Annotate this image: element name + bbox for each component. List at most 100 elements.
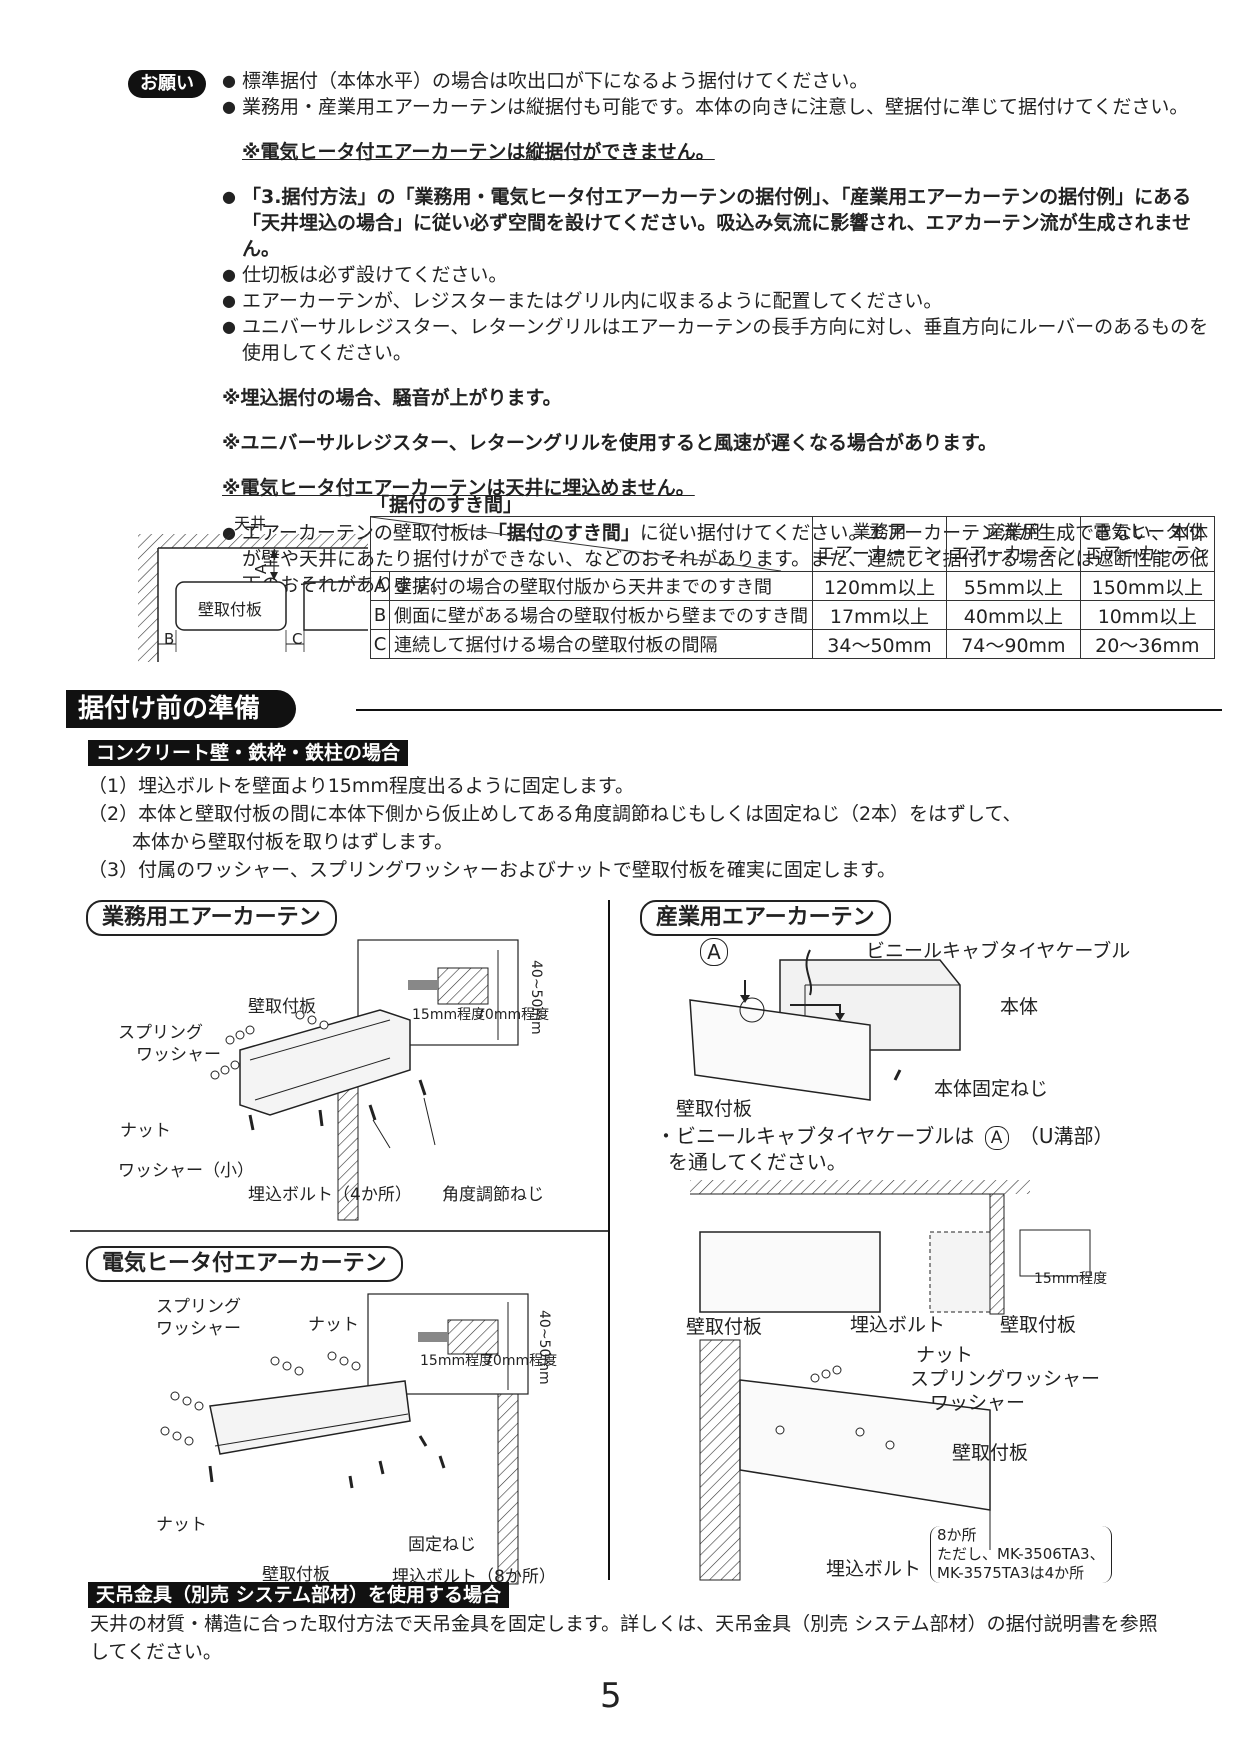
table-corner: [370, 516, 813, 572]
cable-note-2: を通してください。: [668, 1150, 847, 1174]
concrete-heading: コンクリート壁・鉄枠・鉄柱の場合: [88, 740, 409, 766]
note-item: ユニバーサルレジスター、レターングリルはエアーカーテンの長手方向に対し、垂直方向…: [222, 314, 1212, 366]
gap-table: 業務用 エアーカーテン 産業用 エアーカーテン 電気ヒータ付 エアーカーテン A…: [370, 516, 1215, 659]
bolt-note: 8か所 ただし、MK-3506TA3、 MK-3575TA3は4か所: [930, 1526, 1112, 1583]
section-rule: [356, 709, 1222, 711]
row-key: A: [370, 571, 390, 601]
note-item: 標準据付（本体水平）の場合は吹出口が下になるよう据付けてください。: [222, 68, 1212, 94]
fig-heater-title: 電気ヒータ付エアーカーテン: [86, 1246, 403, 1282]
label-angle-screw: 角度調節ねじ: [442, 1185, 544, 1205]
dim-40-50mm: 40~50mm: [536, 1310, 552, 1385]
gap-a-label: A: [252, 563, 271, 575]
cell-value: 120mm以上: [812, 571, 947, 601]
note-text: 「3.据付方法」の「業務用・電気ヒータ付エアーカーテンの据付例」、「産業用エアー…: [242, 186, 1192, 260]
label-spring-1: スプリング: [156, 1297, 241, 1317]
ceiling-text: 天井の材質・構造に合った取付方法で天吊金具を固定します。詳しくは、天吊金具（別売…: [90, 1613, 1158, 1663]
note-kome: ※埋込据付の場合、騒音が上がります。: [222, 387, 562, 409]
table-row: B 側面に壁がある場合の壁取付板から壁までのすき間 17mm以上 40mm以上 …: [370, 600, 1215, 630]
col-header-text: 産業用 エアーカーテン: [950, 522, 1076, 565]
cell-value: 10mm以上: [1079, 600, 1215, 630]
cable-note-text: （U溝部）: [1018, 1124, 1114, 1148]
label-plate: 壁取付板: [676, 1098, 753, 1120]
label-spring-washer: スプリングワッシャー: [910, 1368, 1101, 1390]
bolt-note-line: 8か所: [937, 1526, 977, 1544]
dim-70mm: 70mm程度: [484, 1353, 558, 1369]
col-header-text: 電気ヒータ付 エアーカーテン: [1084, 522, 1210, 565]
dim-70mm: 70mm程度: [476, 1007, 550, 1023]
table-header-row: 業務用 エアーカーテン 産業用 エアーカーテン 電気ヒータ付 エアーカーテン: [370, 516, 1215, 572]
cell-value: 20～36mm: [1079, 629, 1215, 659]
label-spring-2: ワッシャー: [136, 1045, 221, 1065]
note-kome: ※ユニバーサルレジスター、レターングリルを使用すると風速が遅くなる場合があります…: [222, 432, 998, 454]
business-diagram: [210, 939, 519, 1221]
dim-15mm: 15mm程度: [1034, 1271, 1108, 1287]
label-spring-2: ワッシャー: [156, 1319, 241, 1339]
row-key: C: [370, 629, 390, 659]
col-business: 業務用 エアーカーテン: [812, 516, 947, 572]
plate-label: 壁取付板: [198, 600, 263, 619]
ceiling-heading: 天吊金具（別売 システム部材）を使用する場合: [88, 1582, 510, 1608]
row-desc: 連続して据付ける場合の壁取付板の間隔: [389, 629, 813, 659]
figure-divider-vertical: [608, 900, 610, 1580]
note-item: 業務用・産業用エアーカーテンは縦据付も可能です。本体の向きに注意し、壁据付に準じ…: [222, 94, 1212, 120]
ceiling-label: 天井: [234, 514, 267, 533]
table-row: A 壁据付の場合の壁取付版から天井までのすき間 120mm以上 55mm以上 1…: [370, 571, 1215, 601]
label-plate-4: 壁取付板: [952, 1442, 1029, 1464]
step-item: （3）付属のワッシャー、スプリングワッシャーおよびナットで壁取付板を確実に固定し…: [88, 859, 897, 881]
label-plate-2: 壁取付板: [686, 1316, 763, 1338]
label-washer: ワッシャー: [930, 1392, 1026, 1414]
a-mark: A: [700, 938, 728, 966]
col-industrial: 産業用 エアーカーテン: [945, 516, 1081, 572]
label-plate: 壁取付板: [262, 1565, 330, 1585]
label-plate: 壁取付板: [248, 997, 316, 1017]
table-row: C 連続して据付ける場合の壁取付板の間隔 34～50mm 74～90mm 20～…: [370, 629, 1215, 659]
label-nut-bottom: ナット: [156, 1515, 207, 1535]
cell-value: 150mm以上: [1079, 571, 1215, 601]
step-item: （2）本体と壁取付板の間に本体下側から仮止めしてある角度調節ねじもしくは固定ねじ…: [88, 803, 1022, 825]
step-item: 本体から壁取付板を取りはずします。: [88, 831, 454, 853]
col-heater: 電気ヒータ付 エアーカーテン: [1079, 516, 1215, 572]
label-plate-3: 壁取付板: [1000, 1314, 1077, 1336]
step-item: （1）埋込ボルトを壁面より15mm程度出るように固定します。: [88, 775, 635, 797]
label-bolt: 埋込ボルト（4か所）: [248, 1185, 412, 1205]
label-body: 本体: [1000, 996, 1039, 1018]
fig-industrial-title: 産業用エアーカーテン: [640, 900, 891, 936]
industrial-diagram-mid: [690, 1180, 1091, 1315]
figure-divider-horizontal: [70, 1230, 608, 1232]
label-fix-screw: 本体固定ねじ: [934, 1078, 1049, 1100]
gap-table-title: 「据付のすき間」: [370, 494, 523, 516]
dim-15mm: 15mm程度: [420, 1353, 494, 1369]
label-bolt: 埋込ボルト: [850, 1314, 946, 1336]
gap-diagram: [138, 534, 368, 662]
row-desc: 壁据付の場合の壁取付版から天井までのすき間: [389, 571, 813, 601]
row-desc: 側面に壁がある場合の壁取付板から壁までのすき間: [389, 600, 813, 630]
note-item: エアーカーテンが、レジスターまたはグリル内に収まるように配置してください。: [222, 288, 1212, 314]
a-mark-inline: A: [984, 1126, 1009, 1150]
note-sub: ※電気ヒータ付エアーカーテンは縦据付ができません。: [242, 141, 715, 163]
label-nut-top: ナット: [308, 1315, 359, 1335]
label-washer-small: ワッシャー（小）: [118, 1161, 254, 1181]
bolt-note-line: MK-3575TA3は4か所: [937, 1564, 1085, 1582]
cable-note-1: ・ビニールキャブタイヤケーブルは A （U溝部）: [656, 1120, 1114, 1150]
label-nut: ナット: [120, 1121, 171, 1141]
cell-value: 17mm以上: [812, 600, 947, 630]
cable-note-text: ・ビニールキャブタイヤケーブルは: [656, 1124, 975, 1148]
label-bolt-2: 埋込ボルト: [826, 1558, 922, 1580]
fig-business-title: 業務用エアーカーテン: [86, 900, 337, 936]
cell-value: 74～90mm: [945, 629, 1081, 659]
industrial-diagram-top: [689, 949, 961, 1101]
page-number: 5: [600, 1676, 622, 1716]
label-cable: ビニールキャブタイヤケーブル: [866, 940, 1131, 962]
cell-value: 40mm以上: [945, 600, 1081, 630]
heater-diagram: [160, 1293, 529, 1585]
industrial-diagram-bottom: [699, 1339, 991, 1581]
note-item: 仕切板は必ず設けてください。: [222, 262, 1212, 288]
cell-value: 34～50mm: [812, 629, 947, 659]
label-spring-1: スプリング: [118, 1023, 203, 1043]
gap-b-label: B: [164, 630, 175, 648]
row-key: B: [370, 600, 390, 630]
note-item: 「3.据付方法」の「業務用・電気ヒータ付エアーカーテンの据付例」、「産業用エアー…: [222, 184, 1212, 262]
cell-value: 55mm以上: [945, 571, 1081, 601]
notice-badge: お願い: [128, 70, 206, 98]
note-kome: ※電気ヒータ付エアーカーテンは天井に埋込めません。: [222, 477, 695, 499]
